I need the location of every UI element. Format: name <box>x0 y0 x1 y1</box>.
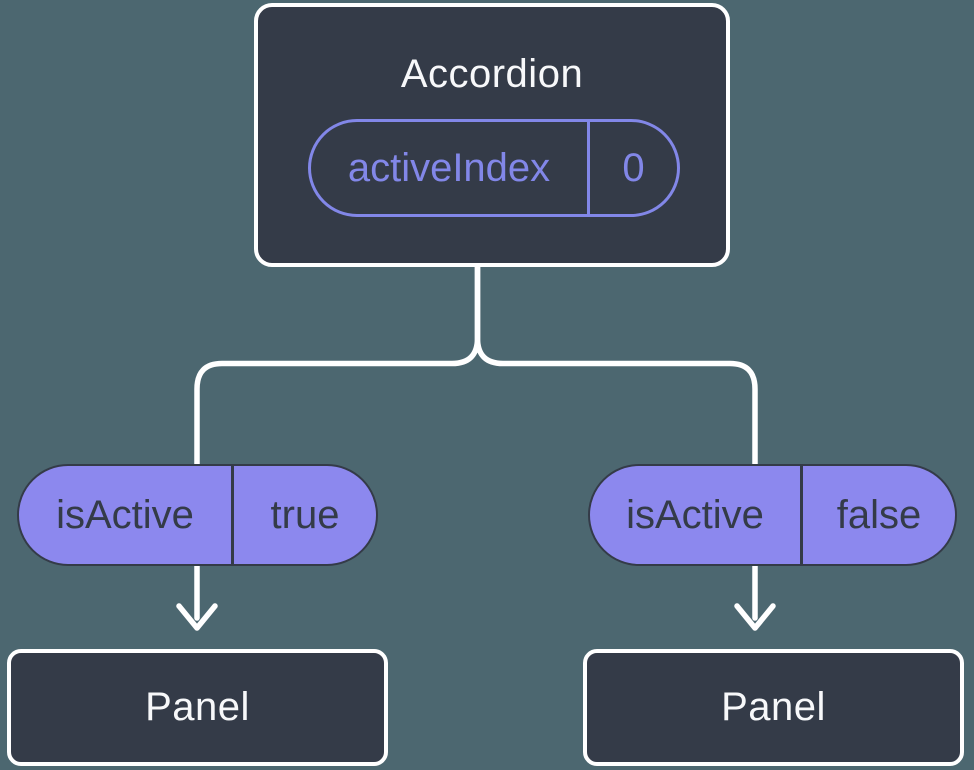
prop-pill-activeindex: activeIndex 0 <box>308 119 680 217</box>
prop-pill-isactive-false: isActive false <box>588 464 957 566</box>
pill-divider <box>231 466 234 564</box>
prop-pill-isactive-true: isActive true <box>17 464 378 566</box>
arrow-down-icon <box>176 603 218 631</box>
prop-value: true <box>270 492 340 537</box>
pill-divider <box>587 122 590 214</box>
arrow-left <box>176 561 218 631</box>
pill-divider <box>800 466 803 564</box>
prop-value: false <box>836 492 922 537</box>
edge-root-to-left-pill <box>194 262 481 469</box>
accordion-node: Accordion activeIndex 0 <box>254 3 730 267</box>
panel-node-left: Panel <box>7 649 388 766</box>
prop-name: isActive <box>56 492 194 537</box>
edge-root-to-right-pill <box>474 262 758 469</box>
arrow-down-icon <box>734 603 776 631</box>
panel-node-right: Panel <box>583 649 964 766</box>
prop-name: isActive <box>626 492 764 537</box>
prop-name: activeIndex <box>347 145 551 190</box>
arrow-right <box>734 561 776 631</box>
prop-value: 0 <box>622 145 645 190</box>
node-title: Accordion <box>400 52 584 96</box>
